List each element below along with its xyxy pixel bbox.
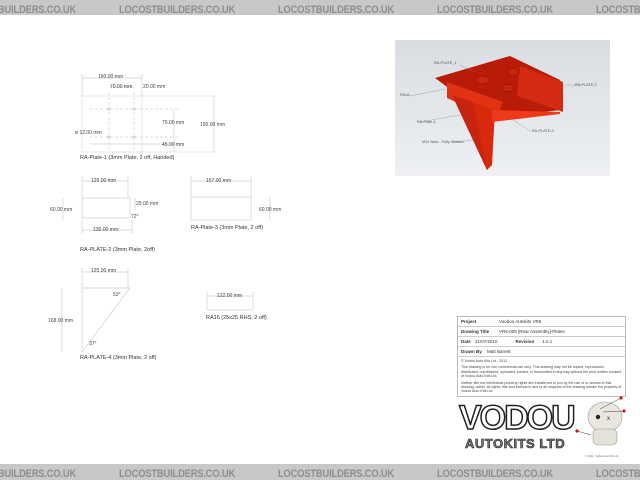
callout-ra-plate-3: RA-PLATE-3 [532, 129, 554, 133]
plate3-right-dim: 60.00 mm [259, 207, 282, 213]
watermark-text: LOCOSTBUILDERS.CO.UK [596, 4, 640, 15]
plate4-angle-top: 53° [113, 292, 121, 298]
plate2-angle: 72° [131, 214, 139, 220]
callout-ra16: RA16 [400, 93, 410, 97]
drawing-title-block: Project Voodoo Autokits VR5 Drawing Titl… [457, 316, 626, 397]
notice-paragraph-1: This drawing is for non commercial use o… [461, 365, 622, 379]
plate4-angle-bottom: 37° [89, 341, 97, 347]
plate3-top-dim: 157.00 mm [206, 178, 232, 184]
ra16-caption: RA16 (25x25 RHS, 2 off) [206, 315, 267, 321]
watermark-text: LOCOSTBUILDERS.CO.UK [0, 468, 77, 480]
logo-artwork: VODOU AUTOKITS LTD x © 2011 - Vodou Auto… [458, 396, 626, 458]
watermark-text: LOCOSTBUILDERS.CO.UK [0, 4, 77, 15]
notice-paragraph-2: Neither title nor intellectual property … [461, 380, 622, 394]
plate2-bottom-dim: 135.00 mm [93, 227, 119, 233]
plate2-caption: RA-PLATE-2 (3mm Plate, 2off) [80, 247, 155, 253]
voodoo-doll-icon: x [575, 396, 626, 446]
assembly-3d-render: RA-PLATE_1 RA-PLATE-2 RA16 RA-Plate-4 RA… [395, 40, 610, 176]
callout-m12-nuts: M12 Nuts - Fully Welded [422, 140, 464, 144]
project-row: Project Voodoo Autokits VR5 [458, 317, 625, 327]
drawing-title-value: VR5-009 [Rear Assembly]-Plates [499, 329, 565, 334]
drawn-by-label: Drawn By [461, 349, 482, 354]
plate4-left-dim: 168.00 mm [48, 318, 74, 324]
revision-label: Revision [515, 339, 535, 344]
plate1-offset-dim: 20.00 mm [143, 84, 166, 90]
drawing-title-label: Drawing Title [461, 329, 490, 334]
plate1-height-dim: 150.00 mm [200, 122, 226, 128]
logo-wordmark: VODOU [459, 399, 574, 437]
watermark-band-top: LOCOSTBUILDERS.CO.UK LOCOSTBUILDERS.CO.U… [0, 0, 640, 15]
watermark-text-row: LOCOSTBUILDERS.CO.UK LOCOSTBUILDERS.CO.U… [0, 0, 640, 15]
plate2-right-dim: 29.00 mm [136, 201, 159, 207]
callout-ra-plate-4: RA-Plate-4 [417, 120, 436, 124]
date-revision-row: Date 21/07/2010 Revision 1.0.1 [458, 337, 625, 347]
callout-ra-plate-2: RA-PLATE-2 [575, 83, 597, 87]
watermark-text: LOCOSTBUILDERS.CO.UK [596, 468, 640, 480]
logo-subtitle: AUTOKITS LTD [465, 436, 565, 451]
plate2-top-dim: 125.00 mm [91, 178, 117, 184]
vodou-autokits-logo: VODOU AUTOKITS LTD x © 2011 - Vodou Auto… [457, 393, 632, 461]
plate1-hole-vertical-dim: 70.00 mm [162, 120, 185, 126]
project-value: Voodoo Autokits VR5 [499, 319, 542, 324]
watermark-text-row: LOCOSTBUILDERS.CO.UK LOCOSTBUILDERS.CO.U… [0, 464, 640, 480]
watermark-text: LOCOSTBUILDERS.CO.UK [278, 4, 395, 15]
plate1-hole-spacing-dim: 70.00 mm [110, 84, 133, 90]
drawing-title-row: Drawing Title VR5-009 [Rear Assembly]-Pl… [458, 327, 625, 337]
watermark-text: LOCOSTBUILDERS.CO.UK [437, 4, 554, 15]
copyright-line: © Vodou Auto Kits Ltd - 2011 [461, 359, 507, 363]
watermark-text: LOCOSTBUILDERS.CO.UK [119, 468, 236, 480]
plate1-hole-diameter-dim: ø 12.00 mm [75, 130, 102, 136]
logo-small-print: © 2011 - Vodou Auto Kits Ltd [585, 454, 619, 458]
revision-value: 1.0.1 [542, 339, 553, 344]
callout-ra-plate-1: RA-PLATE_1 [434, 61, 457, 65]
drawn-by-row: Drawn By Matt Barrett [458, 347, 625, 357]
date-label: Date [461, 339, 471, 344]
plate4-caption: RA-PLATE-4 (3mm Plate, 2 off) [80, 355, 157, 361]
plate1-bottom-offset-dim: 45.00 mm [162, 142, 185, 148]
plate1-width-dim: 160.00 mm [98, 74, 124, 80]
drawn-by-value: Matt Barrett [487, 349, 511, 354]
project-label: Project [461, 319, 477, 324]
plate4-top-dim: 125.00 mm [91, 268, 117, 274]
watermark-text: LOCOSTBUILDERS.CO.UK [119, 4, 236, 15]
date-value: 21/07/2010 [475, 339, 498, 344]
watermark-text: LOCOSTBUILDERS.CO.UK [278, 468, 395, 480]
copyright-notice: © Vodou Auto Kits Ltd - 2011 This drawin… [458, 357, 625, 396]
watermark-band-bottom: LOCOSTBUILDERS.CO.UK LOCOSTBUILDERS.CO.U… [0, 464, 640, 480]
watermark-text: LOCOSTBUILDERS.CO.UK [437, 468, 554, 480]
bracket-assembly-illustration [409, 56, 580, 170]
ra16-length-dim: 122.00 mm [217, 293, 243, 299]
plate2-left-dim: 60.00 mm [50, 207, 73, 213]
svg-text:x: x [607, 416, 610, 422]
plate3-caption: RA-Plate-3 (3mm Plate, 2 off) [191, 225, 264, 231]
plate1-caption: RA-Plate-1 (3mm Plate, 2 off, Handed) [80, 155, 175, 161]
